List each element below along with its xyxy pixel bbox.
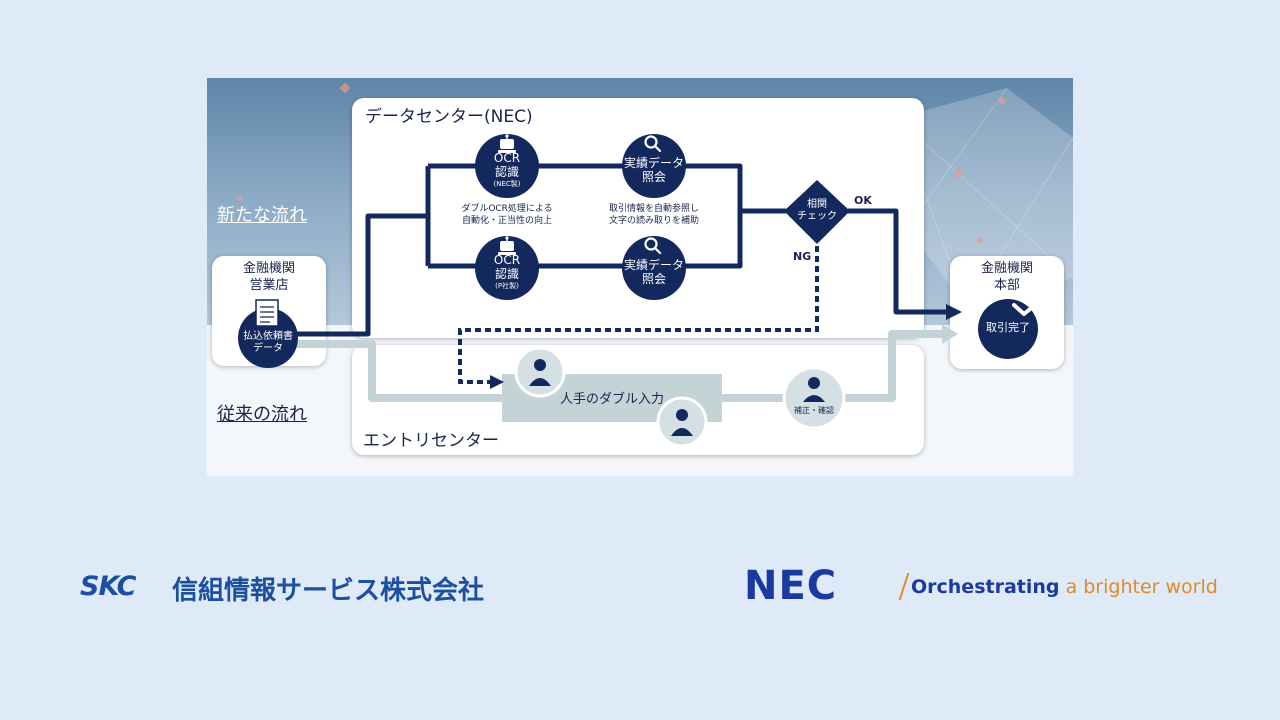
ref-description: 取引情報を自動参照し 文字の読み取りを補助 <box>608 204 699 227</box>
robot-icon <box>498 236 516 255</box>
ocr-bottom-label: OCR 認識 (P社製) <box>493 253 521 290</box>
check-diamond <box>784 180 850 244</box>
tagline: Orchestrating a brighter world <box>911 576 1218 598</box>
tagline-part1: Orchestrating <box>911 576 1060 598</box>
entry-center-title: エントリセンター <box>363 431 499 451</box>
ref-top-label: 実績データ 照会 <box>623 156 684 184</box>
magnifier-icon <box>644 135 662 153</box>
ocr-bottom-node <box>475 236 539 300</box>
person-icon <box>671 409 693 436</box>
branch-circle-label: 払込依頼書 データ <box>243 331 293 354</box>
new-flow-label: 新たな流れ <box>217 205 307 226</box>
nec-logo: NEC <box>744 563 838 609</box>
document-icon <box>255 299 279 327</box>
robot-icon <box>498 134 516 153</box>
ref-bottom-label: 実績データ 照会 <box>623 258 684 286</box>
hq-circle-label: 取引完了 <box>986 321 1030 334</box>
branch-node <box>238 308 298 368</box>
manual-input-label: 人手のダブル入力 <box>560 392 665 407</box>
tagline-part2: a brighter world <box>1065 576 1218 598</box>
ocr-top-node <box>475 134 539 198</box>
ok-label: OK <box>854 194 872 207</box>
magnifier-icon <box>644 237 662 255</box>
ocr-description: ダブルOCR処理による 自動化・正当性の向上 <box>461 204 553 227</box>
operator-node-1 <box>514 346 566 398</box>
correct-label: 補正・確認 <box>794 406 834 415</box>
check-label: 相関 チェック <box>797 199 837 222</box>
ocr-top-label: OCR 認識 (NEC製) <box>493 151 521 188</box>
skc-logo: SKC <box>80 571 136 602</box>
hq-title: 金融機関 本部 <box>980 261 1033 293</box>
check-mark-icon <box>1012 294 1048 316</box>
old-flow-label: 従来の流れ <box>217 404 307 425</box>
person-icon <box>529 359 551 386</box>
ref-top-node <box>622 134 686 198</box>
person-icon <box>803 377 825 402</box>
operator-node-2 <box>656 396 708 448</box>
datacenter-title: データセンター(NEC) <box>365 107 533 127</box>
branch-title: 金融機関 営業店 <box>242 261 295 293</box>
skc-company-name: 信組情報サービス株式会社 <box>172 576 485 606</box>
ref-bottom-node <box>622 236 686 300</box>
ng-label: NG <box>793 250 812 263</box>
